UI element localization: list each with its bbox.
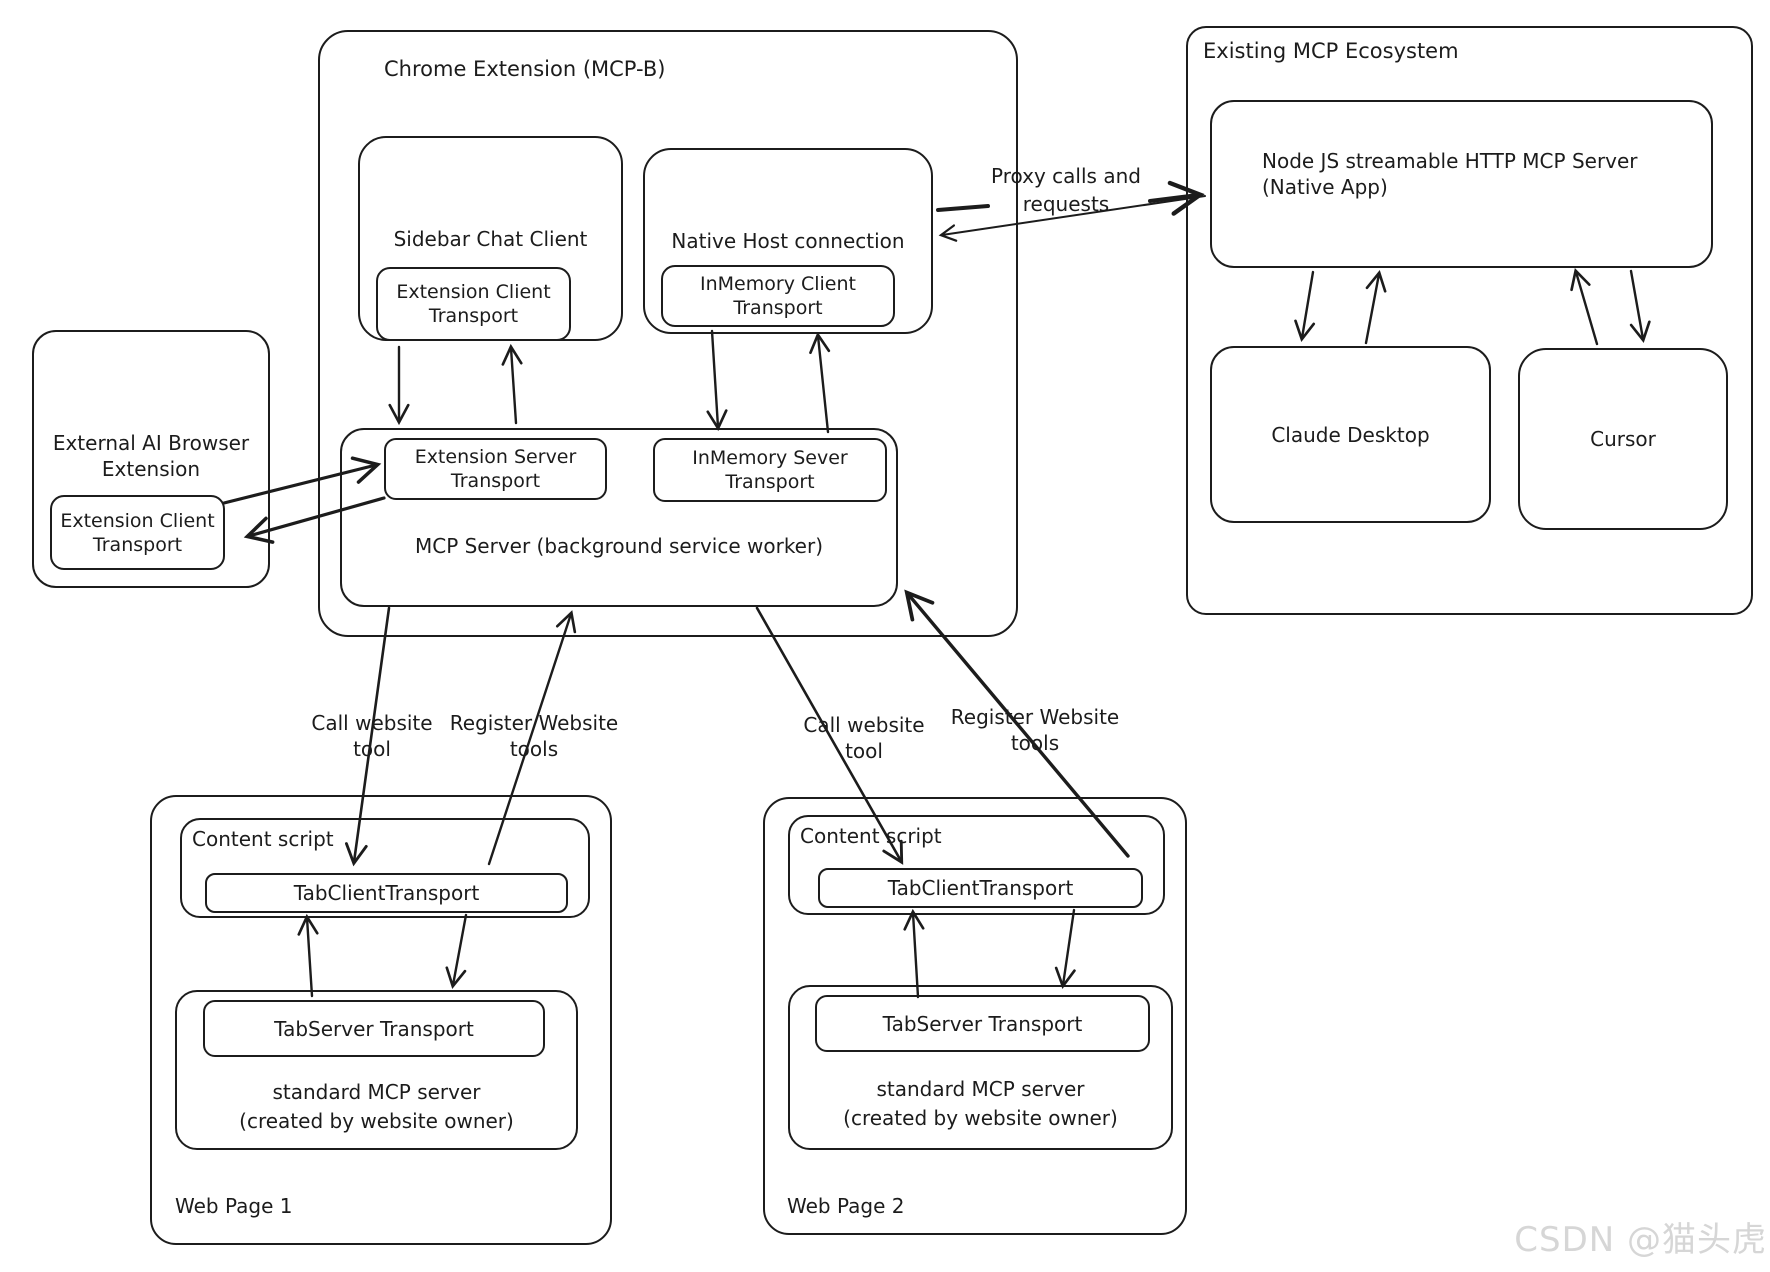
standard-mcp-server-box-2	[788, 985, 1173, 1150]
external-extension-client-transport-box: Extension Client Transport	[50, 495, 225, 570]
tab-server-transport-box-2: TabServer Transport	[815, 995, 1150, 1052]
call-website-tool-label-2: Call website tool	[803, 713, 925, 763]
web-page-2-title: Web Page 2	[787, 1194, 905, 1218]
claude-desktop-label: Claude Desktop	[1271, 422, 1430, 447]
tab-client-transport-label-1: TabClientTransport	[293, 881, 480, 905]
claude-desktop-box: Claude Desktop	[1210, 346, 1491, 523]
external-extension-box	[32, 330, 270, 588]
chrome-extension-box	[318, 30, 1018, 637]
node-mcp-server-subtitle: (Native App)	[1262, 175, 1388, 199]
extension-server-transport-label: Extension Server Transport	[414, 446, 577, 492]
chrome-extension-title: Chrome Extension (MCP-B)	[384, 57, 666, 81]
sidebar-chat-client-title: Sidebar Chat Client	[393, 227, 588, 251]
node-mcp-server-box	[1210, 100, 1713, 268]
csdn-watermark: CSDN @猫头虎	[1514, 1220, 1767, 1260]
inmemory-server-transport-label: InMemory Sever Transport	[692, 447, 848, 493]
cursor-label: Cursor	[1590, 427, 1656, 451]
native-host-connection-title: Native Host connection	[671, 229, 905, 253]
existing-mcp-ecosystem-title: Existing MCP Ecosystem	[1203, 39, 1459, 63]
standard-mcp-server-title-2: standard MCP server	[876, 1077, 1085, 1101]
node-mcp-server-label: Node JS streamable HTTP MCP Server(Nativ…	[1262, 148, 1692, 200]
tab-server-transport-label-1: TabServer Transport	[274, 1016, 474, 1041]
register-website-tools-label-1: Register Website tools	[449, 711, 619, 761]
extension-server-transport-box: Extension Server Transport	[384, 438, 607, 500]
inmemory-client-transport-label: InMemory Client Transport	[700, 273, 856, 319]
tab-server-transport-box-1: TabServer Transport	[203, 1000, 545, 1057]
existing-mcp-ecosystem-box	[1186, 26, 1753, 615]
standard-mcp-server-label-1: standard MCP server (created by website o…	[175, 1078, 578, 1136]
sidebar-extension-client-transport-box: Extension Client Transport	[376, 267, 571, 341]
proxy-calls-label: Proxy calls and requests	[991, 164, 1141, 216]
sidebar-extension-client-transport-label: Extension Client Transport	[396, 281, 551, 327]
content-script-label-1: Content script	[192, 827, 334, 851]
register-website-tools-label-2: Register Website tools	[950, 705, 1120, 755]
cursor-box: Cursor	[1518, 348, 1728, 530]
node-mcp-server-title: Node JS streamable HTTP MCP Server	[1262, 149, 1638, 173]
standard-mcp-server-subtitle-1: (created by website owner)	[239, 1109, 514, 1133]
external-extension-client-transport-label: Extension Client Transport	[60, 509, 215, 556]
standard-mcp-server-label-2: standard MCP server (created by website o…	[788, 1075, 1173, 1133]
inmemory-client-transport-box: InMemory Client Transport	[661, 265, 895, 327]
content-script-label-2: Content script	[800, 824, 942, 848]
standard-mcp-server-title-1: standard MCP server	[272, 1080, 481, 1104]
tab-client-transport-box-2: TabClientTransport	[818, 868, 1143, 908]
inmemory-server-transport-box: InMemory Sever Transport	[653, 438, 887, 502]
native-host-connection-box	[643, 148, 933, 334]
standard-mcp-server-box-1	[175, 990, 578, 1150]
tab-client-transport-label-2: TabClientTransport	[887, 876, 1074, 900]
external-extension-title: External AI Browser Extension	[52, 431, 250, 481]
mcp-server-title: MCP Server (background service worker)	[414, 534, 824, 558]
tab-server-transport-label-2: TabServer Transport	[882, 1011, 1083, 1036]
web-page-1-title: Web Page 1	[175, 1194, 293, 1218]
tab-client-transport-box-1: TabClientTransport	[205, 873, 568, 913]
call-website-tool-label-1: Call website tool	[311, 711, 433, 761]
standard-mcp-server-subtitle-2: (created by website owner)	[843, 1106, 1118, 1130]
